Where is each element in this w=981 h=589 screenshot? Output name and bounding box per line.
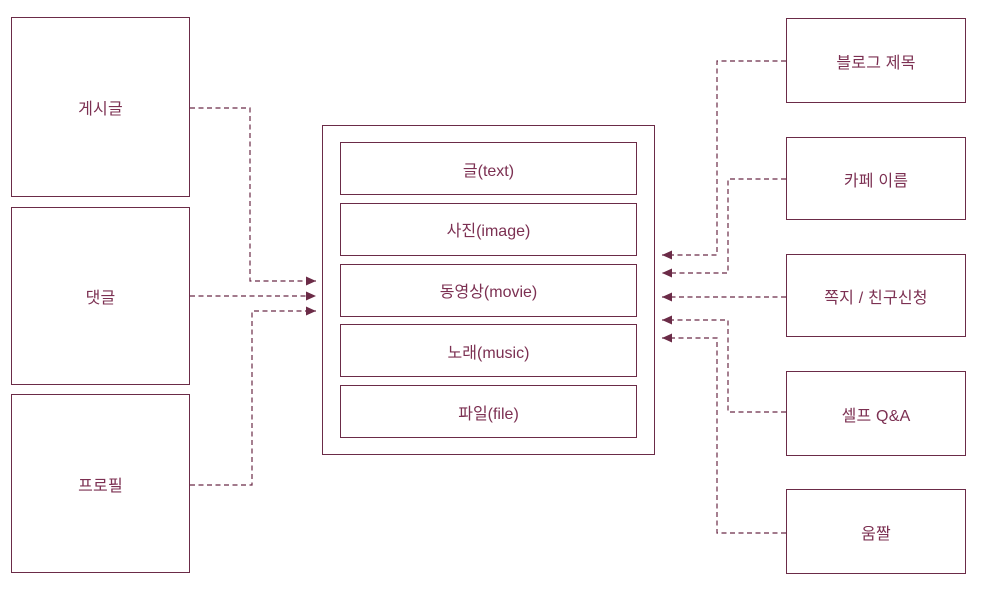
node-profile-label: 프로필: [78, 477, 123, 495]
node-blog-title-label: 블로그 제목: [836, 54, 916, 72]
connector-post-to-center: [190, 107, 316, 286]
node-post: 게시글: [11, 17, 190, 197]
center-item-music: 노래(music): [340, 324, 637, 378]
node-cafe-name: 카페 이름: [786, 137, 966, 220]
connector-self-qna-to-center: [662, 315, 786, 413]
node-comment-label: 댓글: [85, 290, 116, 307]
node-message-friend-request: 쪽지 / 친구신청: [786, 254, 966, 337]
center-item-file-label: 파일(file): [458, 405, 519, 423]
node-blog-title: 블로그 제목: [786, 18, 966, 103]
node-gif: 움짤: [786, 489, 966, 574]
connector-gif-to-center: [662, 333, 786, 534]
center-item-file: 파일(file): [340, 385, 637, 438]
connector-blog-title-to-center: [662, 60, 786, 260]
center-content-container: 글(text) 사진(image) 동영상(movie) 노래(music) 파…: [322, 125, 655, 455]
node-cafe-name-label: 카페 이름: [843, 172, 909, 190]
center-item-text: 글(text): [340, 142, 637, 195]
node-comment: 댓글: [11, 207, 190, 385]
center-item-text-label: 글(text): [462, 162, 515, 180]
connector-cafe-name-to-center: [662, 178, 786, 278]
node-gif-label: 움짤: [861, 525, 891, 543]
node-self-qna-label: 셀프 Q&A: [841, 407, 911, 425]
node-profile: 프로필: [11, 394, 190, 573]
center-item-movie: 동영상(movie): [340, 263, 637, 317]
center-item-movie-label: 동영상(movie): [439, 284, 538, 301]
center-item-music-label: 노래(music): [447, 344, 530, 362]
node-message-friend-request-label: 쪽지 / 친구신청: [824, 289, 928, 307]
node-self-qna: 셀프 Q&A: [786, 371, 966, 456]
center-item-image-label: 사진(image): [446, 223, 531, 241]
center-item-image: 사진(image): [340, 202, 637, 256]
connector-profile-to-center: [190, 306, 316, 486]
node-post-label: 게시글: [78, 101, 123, 118]
